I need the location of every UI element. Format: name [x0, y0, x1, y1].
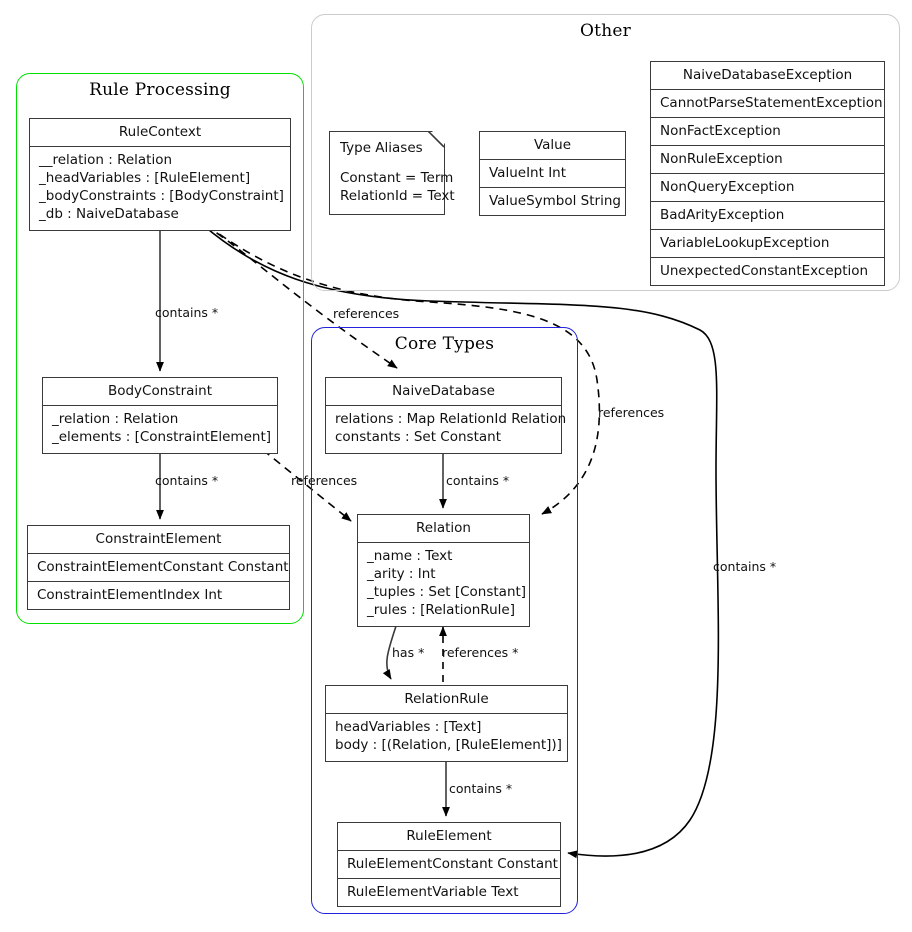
class-bodyconstraint[interactable]: BodyConstraint _relation : Relation _ele… — [42, 377, 278, 454]
attribute-row: _tuples : Set [Constant] — [367, 583, 527, 600]
note-line: RelationId = Text — [340, 188, 455, 205]
constructor-row: ValueInt Int — [480, 160, 625, 188]
attribute-row: headVariables : [Text] — [335, 719, 482, 735]
package-other: Other — [311, 14, 900, 291]
edge-label-naivedatabase-relation: contains * — [446, 473, 510, 488]
constructor-row: VariableLookupException — [651, 230, 884, 258]
class-name-constraintelement: ConstraintElement — [28, 526, 289, 554]
note-fold-line-icon — [428, 131, 445, 148]
attribute-row: constants : Set Constant — [335, 428, 502, 445]
class-name-value: Value — [480, 132, 625, 160]
attribute-row: _headVariables : [RuleElement] — [39, 169, 251, 186]
edge-label-rulecontext-bodyconstraint: contains * — [155, 305, 219, 320]
class-constraintelement[interactable]: ConstraintElement ConstraintElementConst… — [27, 525, 290, 610]
attribute-row: _db : NaiveDatabase — [39, 205, 179, 222]
class-attributes-naivedatabase: relations : Map RelationId Relation cons… — [326, 406, 567, 453]
attribute-row: _rules : [RelationRule] — [367, 601, 515, 618]
constructor-row: NonQueryException — [651, 174, 884, 202]
package-core-types: Core Types — [311, 327, 578, 914]
class-naivedatabaseexception[interactable]: NaiveDatabaseException CannotParseStatem… — [650, 61, 885, 286]
note-type-aliases[interactable]: Type Aliases Constant = Term RelationId … — [329, 130, 455, 215]
attribute-row: relations : Map RelationId Relation — [335, 411, 567, 427]
note-title: Type Aliases — [340, 140, 423, 156]
edge-label-rulecontext-relation: references — [598, 405, 665, 420]
package-rule-processing: Rule Processing — [16, 73, 304, 624]
edge-label-relationrule-ruleelement: contains * — [449, 781, 513, 796]
class-value[interactable]: Value ValueInt Int ValueSymbol String — [479, 131, 626, 216]
edge-label-bodyconstraint-relation: references — [291, 473, 358, 488]
class-rulecontext[interactable]: RuleContext __relation : Relation _headV… — [29, 118, 291, 231]
class-name-rulecontext: RuleContext — [30, 119, 290, 147]
attribute-row: body : [(Relation, [RuleElement])] — [335, 736, 562, 753]
attribute-row: _bodyConstraints : [BodyConstraint] — [39, 187, 284, 204]
package-title-other: Other — [580, 21, 631, 41]
attribute-row: _elements : [ConstraintElement] — [52, 428, 271, 445]
constructor-row: ValueSymbol String — [489, 193, 621, 209]
attribute-row: _arity : Int — [367, 565, 436, 582]
attribute-row: _relation : Relation — [52, 411, 179, 427]
constructor-row: ConstraintElementIndex Int — [37, 587, 223, 603]
class-attributes-bodyconstraint: _relation : Relation _elements : [Constr… — [43, 406, 277, 453]
package-title-rule-processing: Rule Processing — [89, 80, 231, 100]
edge-label-relationrule-relation: references * — [442, 645, 519, 660]
class-name-naivedatabaseexception: NaiveDatabaseException — [651, 62, 884, 90]
attribute-row: _name : Text — [367, 548, 453, 564]
edge-label-rulecontext-naivedatabase: references — [333, 306, 400, 321]
constructor-row: NonRuleException — [651, 146, 884, 174]
note-fold-corner-icon — [430, 130, 446, 146]
edge-label-rulecontext-ruleelement: contains * — [713, 559, 777, 574]
note-line: Constant = Term — [340, 170, 454, 187]
constructor-row: UnexpectedConstantException — [660, 263, 869, 279]
class-attributes-relation: _name : Text _arity : Int _tuples : Set … — [358, 543, 529, 626]
note-spacer — [340, 157, 434, 169]
constructor-row: ConstraintElementConstant Constant — [28, 554, 289, 582]
class-attributes-relationrule: headVariables : [Text] body : [(Relation… — [326, 714, 567, 761]
constructor-row: RuleElementConstant Constant — [338, 851, 560, 879]
class-naivedatabase[interactable]: NaiveDatabase relations : Map RelationId… — [325, 377, 567, 454]
class-name-relation: Relation — [358, 515, 529, 543]
constructor-row: NonFactException — [651, 118, 884, 146]
class-name-naivedatabase: NaiveDatabase — [326, 378, 561, 406]
class-relationrule[interactable]: RelationRule headVariables : [Text] body… — [325, 685, 568, 762]
edge-label-relation-relationrule: has * — [392, 645, 425, 660]
constructor-row: BadArityException — [651, 202, 884, 230]
class-relation[interactable]: Relation _name : Text _arity : Int _tupl… — [357, 514, 530, 627]
constructor-row: CannotParseStatementException — [651, 90, 884, 118]
edge-label-bodyconstraint-constraintelement: contains * — [155, 473, 219, 488]
class-attributes-rulecontext: __relation : Relation _headVariables : [… — [30, 147, 290, 230]
class-name-ruleelement: RuleElement — [338, 823, 560, 851]
package-title-core-types: Core Types — [394, 334, 495, 354]
class-ruleelement[interactable]: RuleElement RuleElementConstant Constant… — [337, 822, 561, 907]
class-name-relationrule: RelationRule — [326, 686, 567, 714]
constructor-row: RuleElementVariable Text — [347, 884, 519, 900]
attribute-row: __relation : Relation — [39, 152, 173, 168]
class-name-bodyconstraint: BodyConstraint — [43, 378, 277, 406]
